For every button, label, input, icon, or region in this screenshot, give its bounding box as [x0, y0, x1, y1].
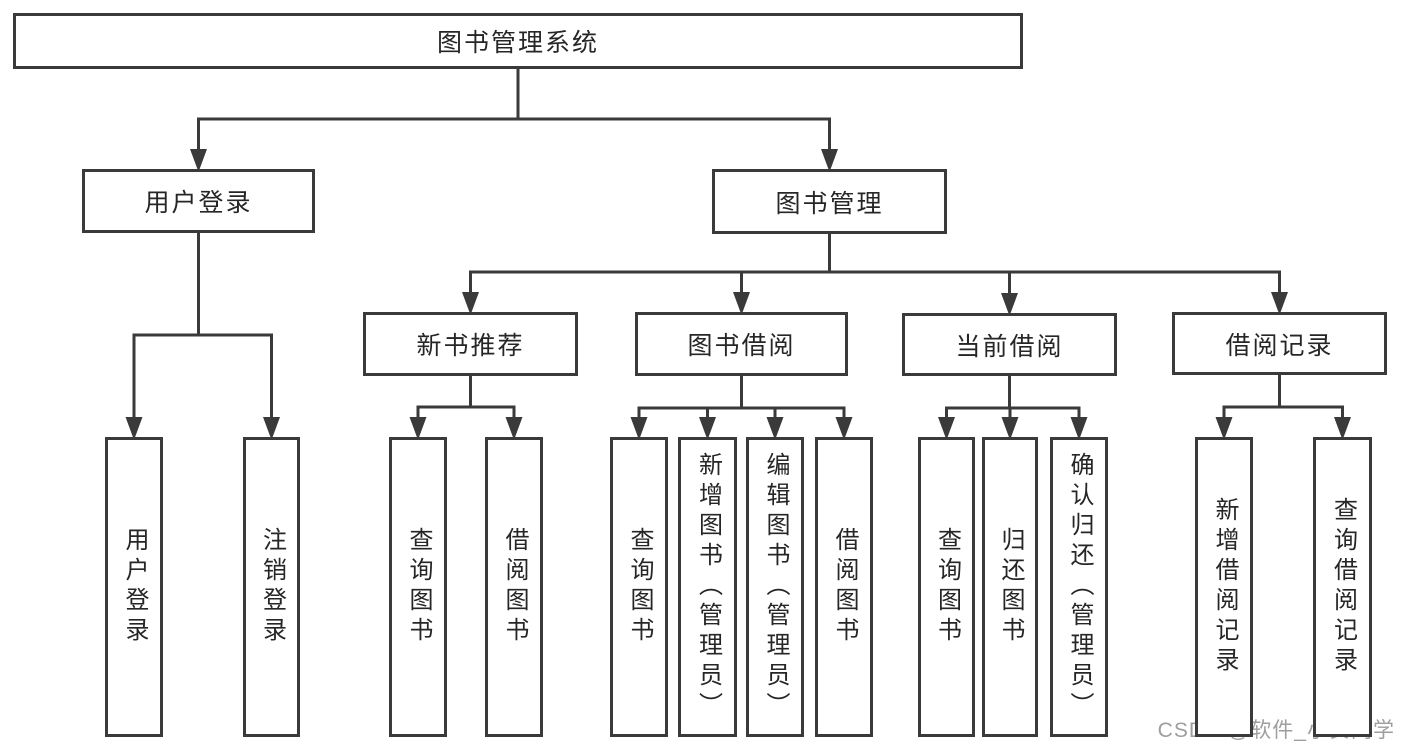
arrowhead-icon: [190, 149, 207, 172]
node-leaf-bor-edit: 编辑图书（管理员）: [746, 437, 804, 737]
node-leaf-record-query: 查询借阅记录: [1313, 437, 1372, 737]
arrowhead-icon: [263, 417, 280, 440]
node-leaf-cur-return: 归还图书: [982, 437, 1038, 737]
arrowhead-icon: [1070, 417, 1088, 440]
node-label: 用户登录: [121, 527, 148, 647]
node-leaf-rec-query: 查询图书: [389, 437, 447, 737]
arrowhead-icon: [733, 292, 750, 315]
node-book-borrow: 图书借阅: [635, 312, 848, 376]
node-label: 查询借阅记录: [1329, 497, 1357, 677]
node-book-management: 图书管理: [712, 169, 947, 234]
node-label: 图书管理: [775, 189, 884, 218]
node-leaf-user-login: 用户登录: [105, 437, 163, 737]
node-label: 借阅记录: [1225, 331, 1334, 360]
arrowhead-icon: [699, 417, 716, 440]
node-label: 图书管理系统: [436, 29, 599, 57]
node-leaf-record-add: 新增借阅记录: [1195, 437, 1253, 737]
node-label: 归还图书: [997, 527, 1024, 647]
node-label: 确认归还（管理员）: [1066, 452, 1093, 722]
arrowhead-icon: [462, 292, 479, 315]
arrowhead-icon: [1271, 292, 1288, 315]
node-current-borrow: 当前借阅: [902, 313, 1117, 376]
arrowhead-icon: [1001, 293, 1018, 316]
node-leaf-bor-query: 查询图书: [610, 437, 668, 737]
arrowhead-icon: [938, 417, 955, 440]
arrowhead-icon: [835, 417, 853, 440]
node-borrow-records: 借阅记录: [1172, 312, 1387, 375]
node-leaf-cur-query: 查询图书: [918, 437, 975, 737]
arrowhead-icon: [630, 417, 648, 440]
node-label: 新书推荐: [416, 332, 525, 360]
node-leaf-bor-borrow: 借阅图书: [815, 437, 873, 737]
node-label: 借阅图书: [831, 527, 858, 647]
arrowhead-icon: [125, 417, 143, 440]
arrowhead-icon: [821, 149, 838, 172]
node-label: 当前借阅: [955, 332, 1064, 361]
node-root: 图书管理系统: [13, 13, 1023, 69]
node-label: 注销登录: [258, 527, 286, 647]
arrowhead-icon: [409, 417, 427, 440]
node-leaf-rec-borrow: 借阅图书: [485, 437, 543, 737]
arrowhead-icon: [1334, 417, 1351, 440]
node-user-login: 用户登录: [82, 169, 315, 233]
arrowhead-icon: [1215, 417, 1233, 440]
node-leaf-logout: 注销登录: [243, 437, 300, 737]
node-label: 借阅图书: [501, 527, 528, 647]
node-label: 查询图书: [933, 527, 961, 647]
node-label: 图书借阅: [687, 332, 796, 360]
node-label: 查询图书: [626, 527, 653, 647]
node-leaf-bor-add: 新增图书（管理员）: [678, 437, 737, 737]
node-label: 查询图书: [405, 527, 432, 647]
node-label: 新增图书（管理员）: [694, 452, 722, 722]
arrowhead-icon: [505, 417, 523, 440]
node-label: 新增借阅记录: [1211, 497, 1238, 677]
arrowhead-icon: [1001, 417, 1019, 440]
node-label: 编辑图书（管理员）: [762, 452, 789, 722]
arrowhead-icon: [766, 417, 784, 440]
node-label: 用户登录: [144, 189, 253, 217]
node-leaf-cur-confirm: 确认归还（管理员）: [1050, 437, 1108, 737]
node-new-book-recommend: 新书推荐: [363, 312, 578, 376]
